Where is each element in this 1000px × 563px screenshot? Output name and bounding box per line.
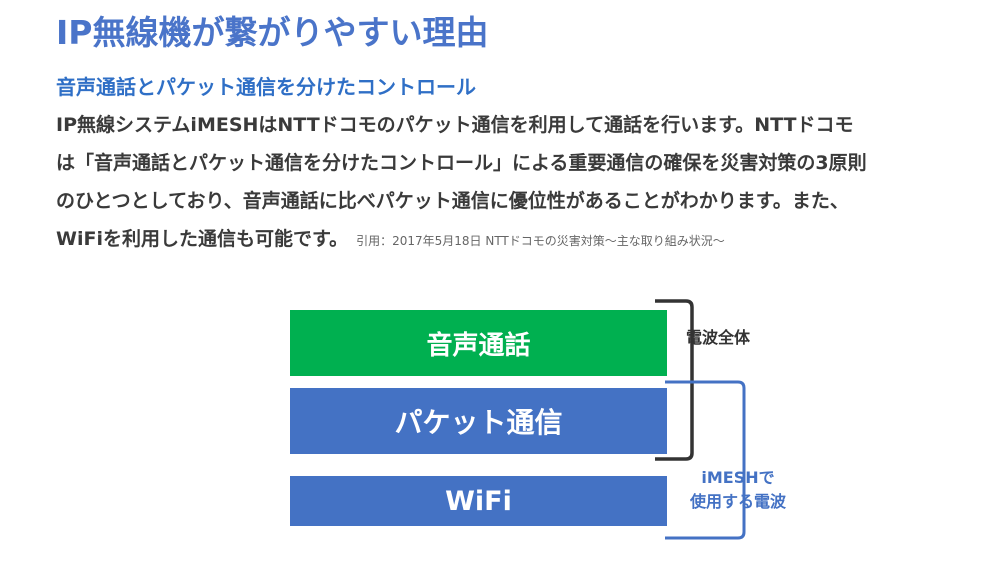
body-paragraph: IP無線システムiMESHはNTTドコモのパケット通信を利用して通話を行います。… bbox=[56, 106, 956, 260]
wifi-band: WiFi bbox=[290, 476, 667, 526]
page-title: IP無線機が繋がりやすい理由 bbox=[56, 13, 489, 52]
voice-call-band: 音声通話 bbox=[290, 310, 667, 376]
section-subtitle: 音声通話とパケット通信を分けたコントロール bbox=[56, 75, 476, 99]
all-radio-bracket bbox=[655, 299, 694, 461]
imesh-radio-bracket bbox=[665, 380, 746, 540]
body-line-1: IP無線システムiMESHはNTTドコモのパケット通信を利用して通話を行います。… bbox=[56, 114, 854, 136]
body-line-4-text: WiFiを利用した通信も可能です。 bbox=[56, 228, 349, 250]
all-radio-label: 電波全体 bbox=[686, 328, 751, 347]
imesh-label-line-1: iMESHで bbox=[701, 468, 775, 487]
citation: 引用：2017年5月18日 NTTドコモの災害対策～主な取り組み状況～ bbox=[356, 234, 725, 248]
imesh-radio-label: iMESHで 使用する電波 bbox=[676, 466, 800, 514]
packet-communication-band: パケット通信 bbox=[290, 388, 667, 454]
body-line-2: は「音声通話とパケット通信を分けたコントロール」による重要通信の確保を災害対策の… bbox=[56, 152, 867, 174]
body-line-3: のひとつとしており、音声通話に比べパケット通信に優位性があることがわかります。ま… bbox=[56, 190, 849, 212]
body-line-4: WiFiを利用した通信も可能です。引用：2017年5月18日 NTTドコモの災害… bbox=[56, 220, 956, 260]
imesh-label-line-2: 使用する電波 bbox=[689, 492, 786, 511]
